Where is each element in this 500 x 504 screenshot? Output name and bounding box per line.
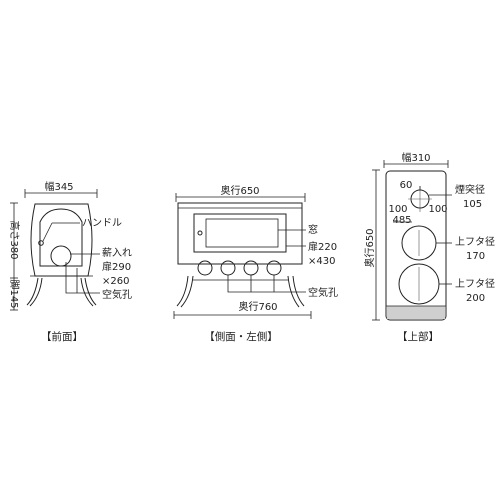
top-flue-label-2: 105 (463, 199, 482, 210)
front-door-label-3: ×260 (102, 276, 129, 287)
front-leg-right-outer (84, 277, 97, 306)
front-door-label-2: 扉290 (102, 260, 131, 273)
side-window-glass (205, 218, 279, 248)
side-depth-top-label: 奥行650 (220, 184, 259, 197)
top-dim-100-left: 100 (388, 204, 407, 215)
side-dial-2 (220, 260, 236, 276)
side-air-hole-leader (227, 275, 306, 293)
front-air-hole-label: 空気孔 (102, 288, 132, 301)
front-leg-left-inner (29, 277, 43, 307)
front-caption: 【前面】 (41, 330, 83, 343)
top-flue-label-1: 煙突径 (455, 183, 485, 196)
side-dial-3 (243, 260, 259, 276)
side-door-label-2: ×430 (308, 256, 335, 267)
top-width-label: 幅310 (401, 151, 430, 164)
side-caption: 【側面・左側】 (204, 330, 278, 343)
top-lid1-label-2: 170 (466, 251, 485, 262)
front-door-label-1: 薪入れ (102, 247, 132, 259)
air-hole-leader (65, 262, 100, 294)
top-dim-485: 485 (392, 215, 411, 226)
top-view: 幅310 奥行650 60 煙突径 105 100 100 485 上フタ径 1… (363, 151, 495, 343)
top-plate (385, 170, 447, 321)
top-lid2-label-1: 上フタ径 (455, 277, 495, 290)
side-window-frame (193, 213, 287, 253)
front-view: 幅345 高さ380 脚145 ハンドル 薪入れ 扉290 ×260 空気孔 【… (8, 180, 132, 343)
top-caption: 【上部】 (397, 330, 439, 343)
front-height-label: 高さ380 (8, 220, 21, 259)
side-door-label-1: 扉220 (308, 240, 337, 253)
front-air-dial (50, 245, 72, 267)
side-handle (197, 230, 203, 236)
top-lid2-label-2: 200 (466, 293, 485, 304)
side-leg-right-inner (287, 275, 300, 308)
top-lid1-label-1: 上フタ径 (455, 235, 495, 248)
side-depth-bottom-label: 奥行760 (238, 300, 277, 313)
top-depth-label: 奥行650 (363, 228, 376, 267)
side-leg-left-inner (180, 275, 194, 308)
front-handle (38, 240, 44, 246)
top-dim-60: 60 (400, 180, 413, 191)
side-window-label: 窓 (308, 223, 318, 236)
handle-label: ハンドル (82, 218, 122, 229)
top-dim-100-right: 100 (428, 204, 447, 215)
side-leg-right-outer (292, 275, 305, 307)
side-view: 奥行650 窓 扉220 ×430 空気孔 奥行760 【側面・左側】 (173, 184, 338, 343)
front-leg-right-inner (80, 277, 94, 307)
front-door-panel (39, 208, 83, 267)
side-leg-left-outer (176, 275, 189, 307)
handle-leader (42, 222, 53, 242)
side-air-hole-label: 空気孔 (308, 286, 338, 299)
side-stove-body (177, 202, 303, 265)
top-rear-band (387, 306, 445, 319)
front-leg-left-outer (26, 277, 39, 306)
front-leg-label: 脚145 (8, 279, 21, 308)
side-dial-1 (197, 260, 213, 276)
front-width-label: 幅345 (44, 180, 73, 193)
side-dial-4 (266, 260, 282, 276)
